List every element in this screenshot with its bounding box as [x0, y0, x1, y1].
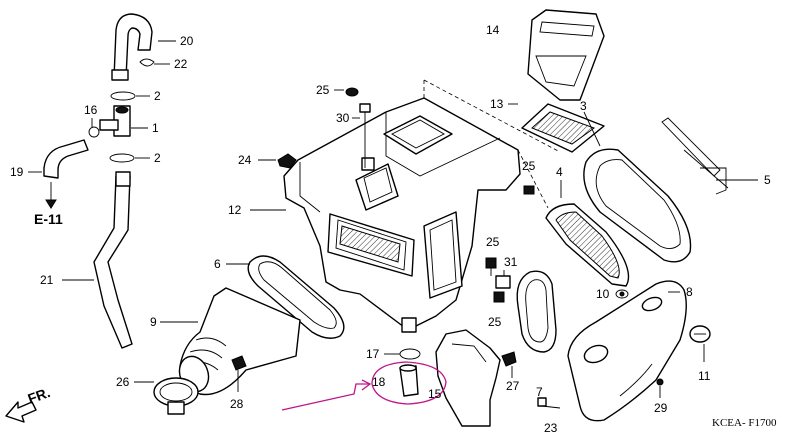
label-2-upper: 2: [154, 89, 161, 103]
band-26: [153, 377, 199, 415]
gasket-13: [508, 103, 605, 153]
clip-22: [139, 58, 170, 67]
label-22: 22: [174, 57, 188, 71]
drain-plug-18: [399, 364, 419, 397]
label-26: 26: [116, 375, 130, 389]
label-25-top: 25: [316, 83, 330, 97]
label-25-mid: 25: [486, 235, 500, 249]
holder-5: [661, 117, 758, 195]
label-1: 1: [152, 121, 159, 135]
tube-19: [28, 139, 89, 179]
label-28: 28: [230, 397, 244, 411]
figure-code: KCEA- F1700: [712, 417, 777, 429]
label-9: 9: [150, 315, 157, 329]
label-14: 14: [486, 23, 500, 37]
label-3: 3: [580, 99, 587, 113]
label-25-low: 25: [488, 315, 502, 329]
label-29: 29: [654, 401, 668, 415]
side-cover-8: [567, 280, 687, 422]
breather-tube-20: [111, 13, 153, 81]
label-5: 5: [764, 173, 771, 187]
label-2-lower: 2: [154, 151, 161, 165]
clip-2-lower: [109, 153, 150, 163]
element-holder-4: [545, 180, 630, 287]
label-30: 30: [336, 111, 350, 125]
bolt-29: [656, 378, 664, 398]
label-11: 11: [698, 369, 711, 383]
label-18: 18: [372, 375, 386, 389]
screw-24: [258, 153, 297, 169]
bolt-28: [231, 355, 247, 392]
label-8: 8: [686, 285, 693, 299]
label-19: 19: [10, 165, 24, 179]
clip-2-upper: [110, 91, 150, 101]
label-23: 23: [544, 421, 558, 435]
front-direction-arrow: [5, 401, 37, 423]
grommet-25-top: [334, 87, 359, 97]
grommet-25-right: [523, 185, 535, 195]
label-24: 24: [238, 153, 252, 167]
clip-17: [384, 348, 421, 360]
label-12: 12: [228, 203, 242, 217]
label-6: 6: [214, 257, 221, 271]
tube-21: [62, 171, 133, 349]
screw-11: [689, 325, 711, 362]
gasket-7: [516, 270, 557, 353]
funnel-14: [527, 9, 605, 101]
label-13: 13: [490, 97, 504, 111]
screw-27: [501, 351, 517, 378]
label-17: 17: [366, 347, 380, 361]
bolt-30: [352, 103, 371, 168]
label-31: 31: [504, 255, 518, 269]
joint-1: [99, 105, 148, 137]
pink-annotation: [281, 361, 447, 411]
bolt-25-mid: [485, 257, 497, 276]
side-cover-15: [435, 329, 501, 427]
ref-e11: E-11: [34, 211, 63, 227]
air-element-3: [583, 111, 692, 263]
washer-10: [615, 289, 629, 299]
label-20: 20: [180, 34, 194, 48]
air-cleaner-case-12: [250, 97, 521, 333]
label-10: 10: [596, 287, 610, 301]
e11-ref-arrow: [45, 182, 57, 209]
label-27: 27: [506, 379, 520, 393]
label-7: 7: [536, 385, 543, 399]
fr-label: FR.: [26, 384, 53, 407]
label-15: 15: [428, 387, 442, 401]
clip-16: [88, 118, 100, 138]
label-4: 4: [556, 165, 563, 179]
callout-labels: 20 22 2 16 1 2 19 E-11 21 12 24 25 30 14…: [10, 23, 777, 435]
label-16: 16: [84, 103, 98, 117]
bolt-23: [537, 397, 561, 409]
label-21: 21: [40, 273, 54, 287]
collar-31: [495, 270, 511, 289]
bolt-25-low: [493, 291, 505, 303]
seal-6: [226, 255, 345, 339]
label-25-right: 25: [522, 159, 536, 173]
